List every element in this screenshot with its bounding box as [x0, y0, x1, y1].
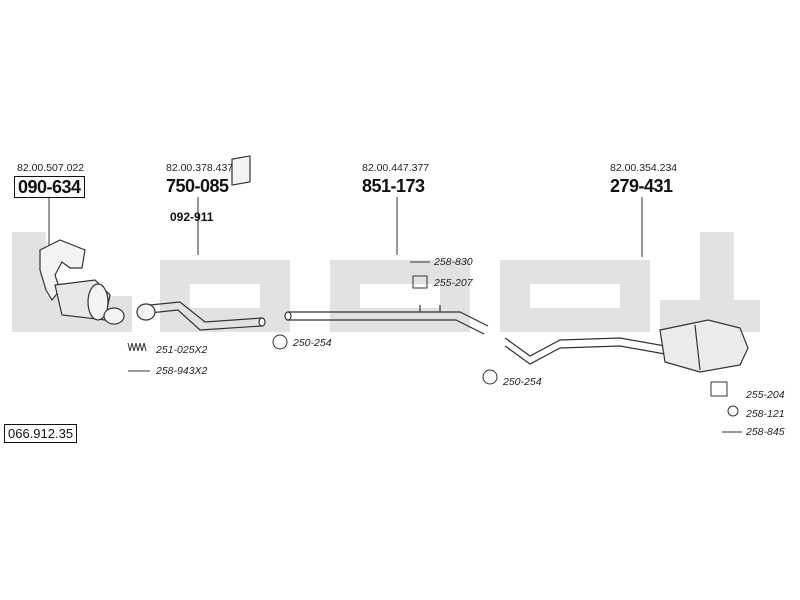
- clamp-icon: [272, 334, 288, 350]
- part-number[interactable]: 279-431: [610, 176, 673, 196]
- sub-part-number[interactable]: 092-911: [170, 210, 214, 224]
- part-number[interactable]: 851-173: [362, 176, 425, 196]
- rubber-mount-icon: [710, 381, 728, 397]
- accessory-label[interactable]: 251-025X2: [156, 344, 208, 356]
- catalog-number: 066.912.35: [4, 424, 78, 443]
- spring-icon: [127, 342, 147, 352]
- part-number[interactable]: 090-634: [14, 176, 85, 198]
- accessory-label[interactable]: 258-845: [746, 426, 785, 438]
- accessory-label[interactable]: 250-254: [293, 337, 332, 349]
- rear-silencer-shape: [504, 319, 749, 373]
- accessory-label[interactable]: 258-830: [434, 256, 473, 268]
- accessory-label[interactable]: 255-204: [746, 389, 785, 401]
- oem-number: 82.00.447.377: [362, 162, 430, 174]
- accessory-label[interactable]: 250-254: [503, 376, 542, 388]
- clamp-icon: [482, 369, 498, 385]
- ring-icon: [727, 405, 739, 417]
- oem-number: 82.00.507.022: [17, 162, 85, 174]
- catalytic-converter-shape: [39, 239, 125, 325]
- part-number[interactable]: 750-085: [166, 176, 229, 196]
- oem-number: 82.00.378.437: [166, 162, 234, 174]
- rubber-mount-icon: [412, 275, 428, 289]
- oem-number: 82.00.354.234: [610, 162, 678, 174]
- accessory-label[interactable]: 258-121: [746, 408, 785, 420]
- middle-pipe-shape: [284, 305, 489, 335]
- front-pipe-shape: [136, 155, 266, 331]
- accessory-label[interactable]: 255-207: [434, 277, 473, 289]
- accessory-label[interactable]: 258-943X2: [156, 365, 208, 377]
